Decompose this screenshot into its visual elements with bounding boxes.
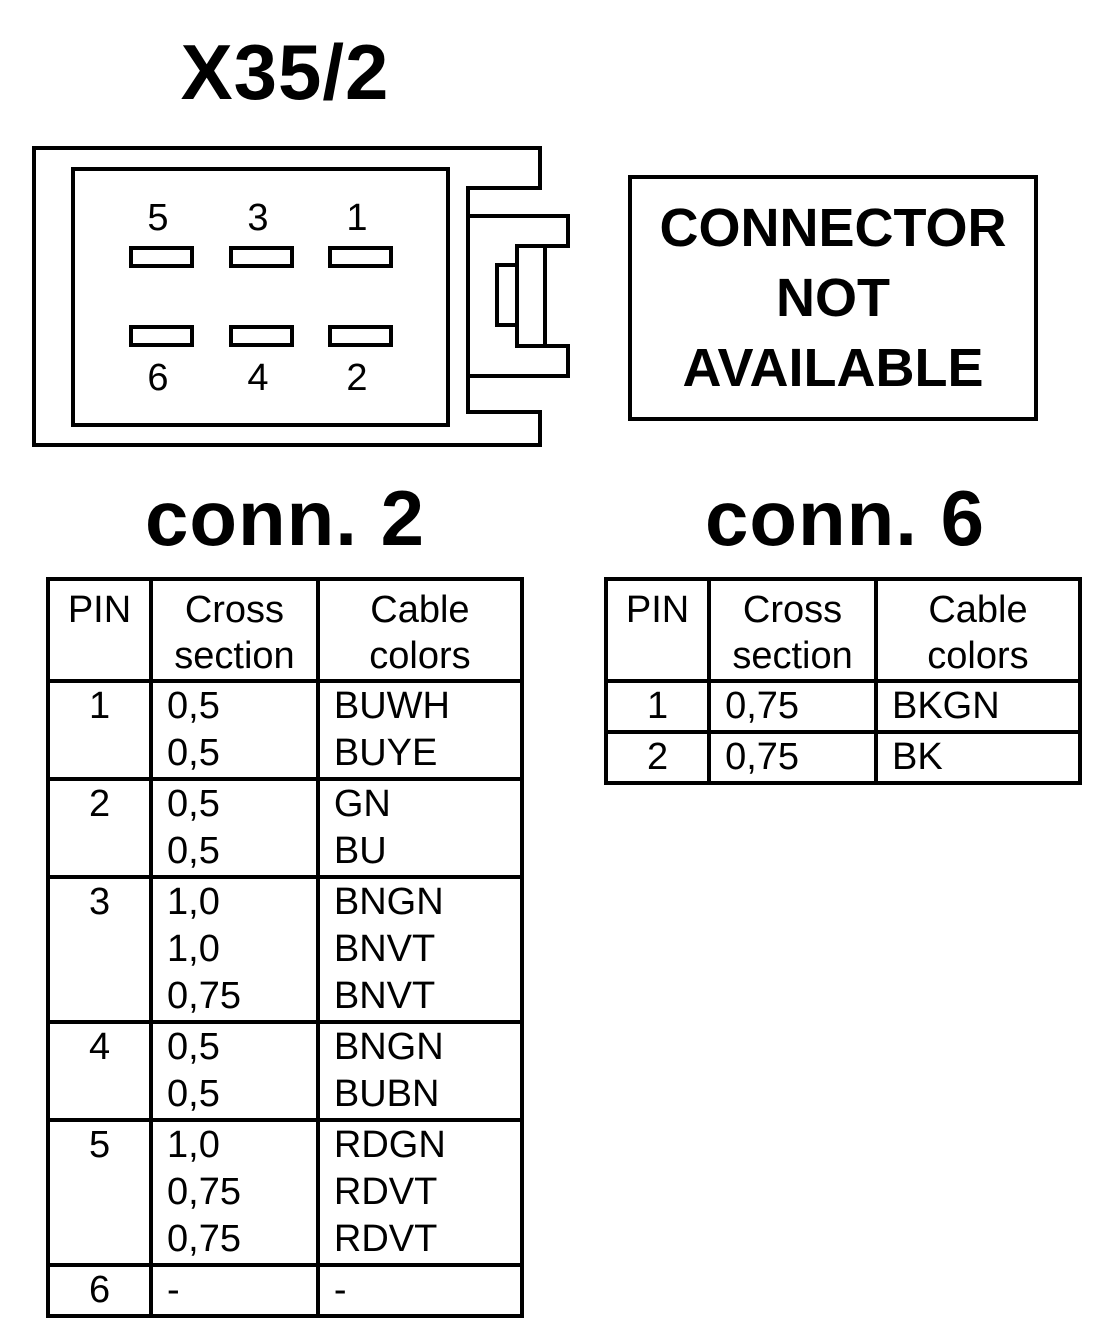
cross-section-value: 1,0	[167, 928, 220, 970]
cross-section-cell: 1,0 1,0 0,75	[149, 875, 320, 1024]
cable-color-value: GN	[333, 783, 391, 825]
cross-section-value: 0,5	[167, 732, 220, 774]
cable-color-value: BUYE	[333, 732, 438, 774]
cable-color-value: BNVT	[333, 928, 436, 970]
pin-slot-5	[129, 246, 194, 268]
cross-section-value: 1,0	[167, 1124, 220, 1166]
cable-color-value: BUBN	[333, 1073, 440, 1115]
pin-number-cell: 6	[45, 1263, 154, 1318]
latch-inner	[515, 244, 547, 348]
connector-housing	[32, 146, 542, 447]
pin-slot-1	[328, 246, 393, 268]
cable-color-value: BNVT	[333, 975, 436, 1017]
cable-color-cell: BNGN BNVT BNVT	[315, 875, 525, 1024]
cross-section-value: 0,5	[167, 783, 220, 825]
cross-section-cell: 0,75	[707, 679, 878, 734]
pin-number-cell: 1	[45, 679, 154, 781]
cable-color-value: BK	[891, 736, 943, 778]
cable-color-value: RDVT	[333, 1218, 438, 1260]
pin-label-5: 5	[147, 197, 168, 239]
pin-slot-3	[229, 246, 294, 268]
cable-color-cell: -	[315, 1263, 525, 1318]
cross-section-value: 0,75	[167, 1171, 241, 1213]
conn6-title: conn. 6	[704, 474, 986, 562]
header-pin: PIN	[603, 577, 712, 683]
pin-label-3: 3	[247, 197, 268, 239]
conn2-title: conn. 2	[144, 474, 426, 562]
header-pin: PIN	[45, 577, 154, 683]
cable-color-value: BU	[333, 830, 387, 872]
pin-number-cell: 3	[45, 875, 154, 1024]
pin-label-1: 1	[346, 197, 367, 239]
cross-section-value: 1,0	[167, 881, 220, 923]
cross-section-value: 0,5	[167, 1026, 220, 1068]
cross-section-value: 0,75	[167, 1218, 241, 1260]
pin-number-cell: 2	[45, 777, 154, 879]
pin-number-cell: 2	[603, 730, 712, 785]
cable-color-value: RDVT	[333, 1171, 438, 1213]
cable-color-cell: BNGN BUBN	[315, 1020, 525, 1122]
table-row: 1 0,75 BKGN	[603, 679, 1083, 734]
table-row: 3 1,0 1,0 0,75 BNGN BNVT BNVT	[45, 875, 525, 1024]
pin-label-6: 6	[147, 357, 168, 399]
cross-section-value: 0,75	[167, 975, 241, 1017]
cross-section-value: 0,75	[725, 736, 800, 778]
cable-color-cell: BK	[873, 730, 1083, 785]
not-available-line-3: AVAILABLE	[682, 338, 984, 398]
cable-color-value: RDGN	[333, 1124, 446, 1166]
cable-color-cell: GN BU	[315, 777, 525, 879]
table-row: 6--	[45, 1263, 525, 1318]
cable-color-value: BKGN	[891, 685, 1000, 727]
pin-number-cell: 1	[603, 679, 712, 734]
table-row: 5 1,0 0,75 0,75 RDGN RDVT RDVT	[45, 1118, 525, 1267]
cross-section-value: 0,5	[167, 830, 220, 872]
pin-label-2: 2	[346, 357, 367, 399]
connector-not-available-box: CONNECTOR NOT AVAILABLE	[628, 175, 1038, 421]
cross-section-cell: 0,75	[707, 730, 878, 785]
cross-section-value: 0,5	[167, 685, 220, 727]
pin-number-cell: 5	[45, 1118, 154, 1267]
cross-section-cell: 1,0 0,75 0,75	[149, 1118, 320, 1267]
connector-title: X35/2	[180, 28, 390, 116]
cross-section-value: -	[167, 1269, 180, 1311]
not-available-line-1: CONNECTOR	[659, 198, 1007, 258]
pin-slot-2	[328, 325, 393, 347]
cable-color-value: BNGN	[333, 1026, 444, 1068]
cross-section-value: 0,75	[725, 685, 800, 727]
not-available-line-2: NOT	[776, 268, 890, 328]
cable-color-value: BUWH	[333, 685, 450, 727]
pin-slot-4	[229, 325, 294, 347]
table-row: 2 0,75 BK	[603, 730, 1083, 785]
cable-color-cell: RDGN RDVT RDVT	[315, 1118, 525, 1267]
connector-face	[71, 167, 450, 427]
cross-section-value: 0,5	[167, 1073, 220, 1115]
cross-section-cell: -	[149, 1263, 320, 1318]
cable-color-value: BNGN	[333, 881, 444, 923]
pin-label-4: 4	[247, 357, 268, 399]
cable-color-cell: BUWH BUYE	[315, 679, 525, 781]
connector-drawing: 5 3 1 6 4 2	[32, 146, 570, 447]
pin-number-cell: 4	[45, 1020, 154, 1122]
cable-color-value: -	[333, 1269, 347, 1311]
cable-color-cell: BKGN	[873, 679, 1083, 734]
pin-slot-6	[129, 325, 194, 347]
latch-tab	[495, 263, 519, 327]
